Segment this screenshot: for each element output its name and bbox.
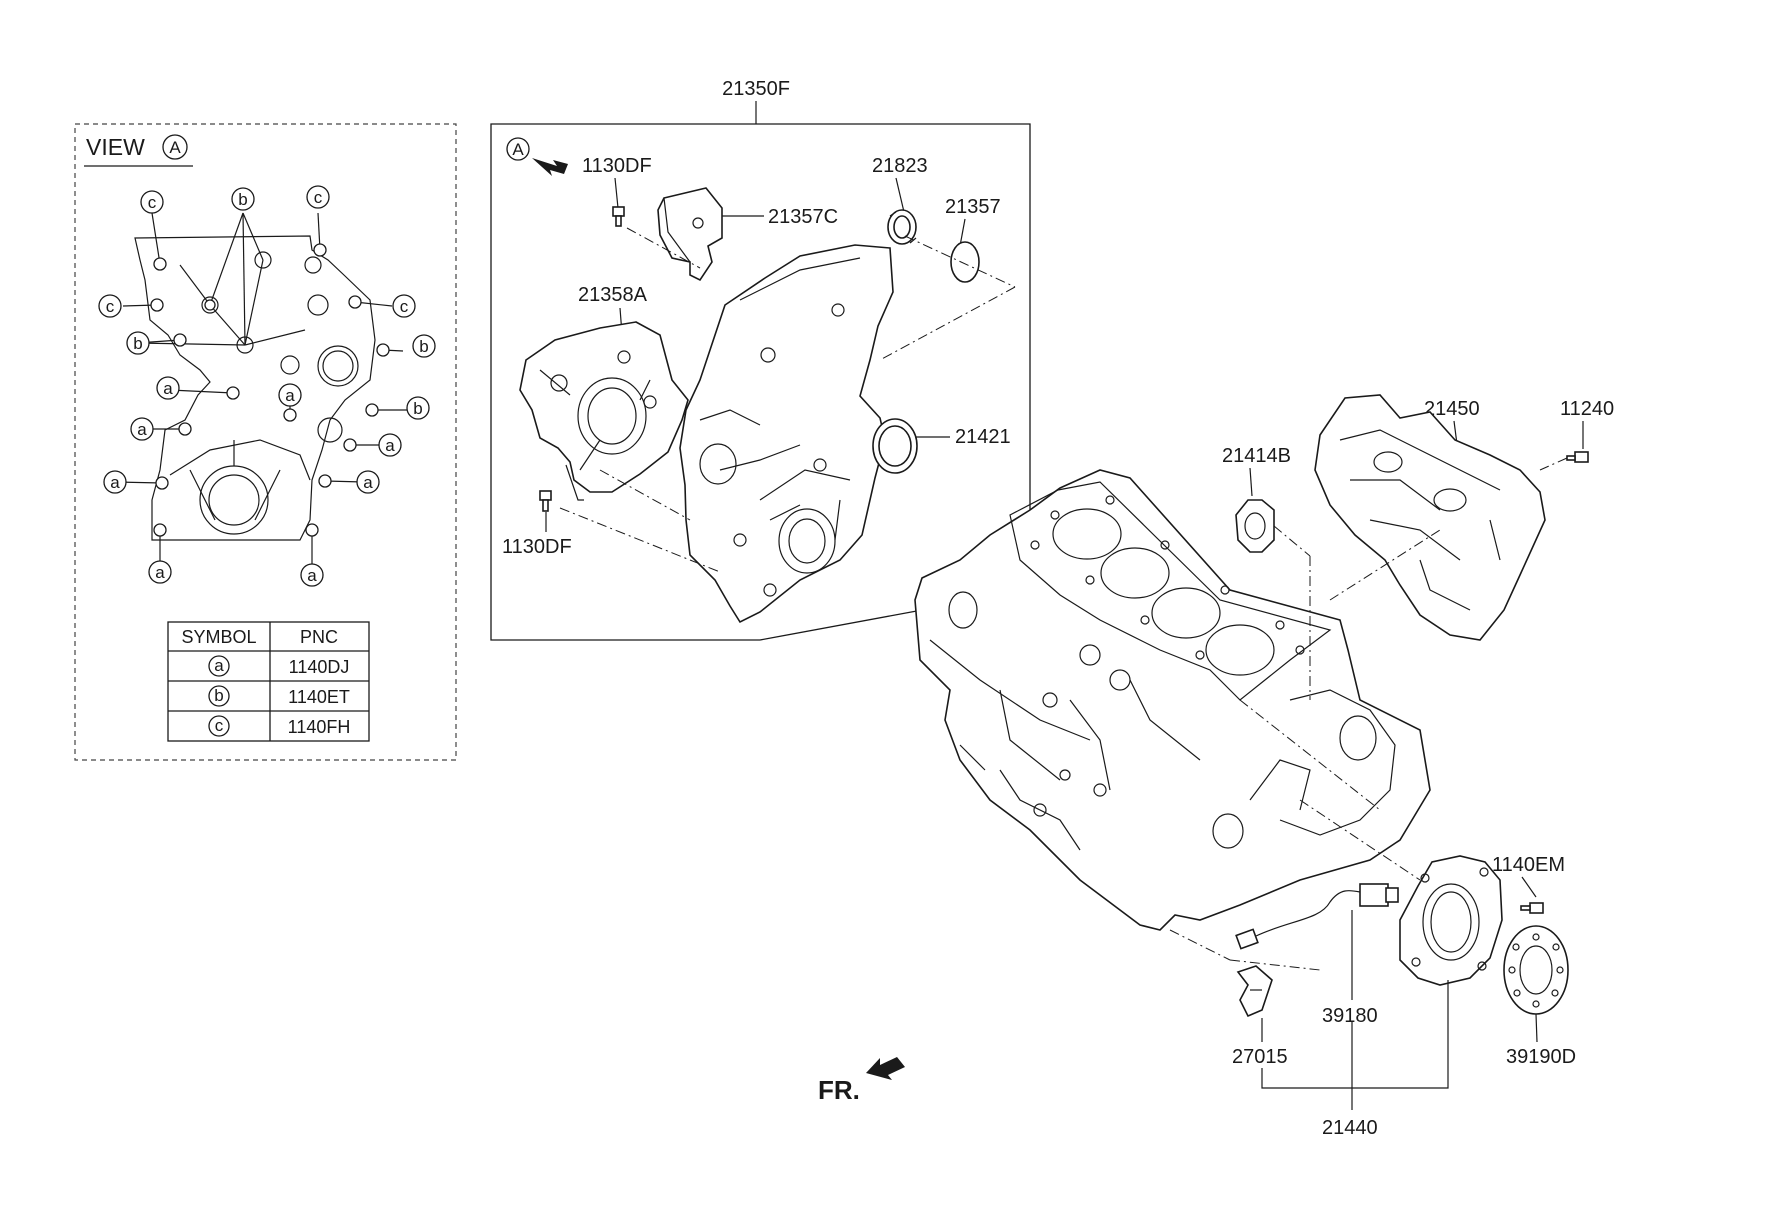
svg-text:b: b <box>413 399 422 418</box>
table-header-pnc: PNC <box>300 627 338 647</box>
label-21450: 21450 <box>1424 398 1480 420</box>
svg-text:c: c <box>400 297 409 316</box>
table-symbol-a: a <box>214 656 224 675</box>
label-1140EM: 1140EM <box>1492 854 1565 876</box>
callout-b-4: b <box>406 396 430 420</box>
label-39190D: 39190D <box>1506 1046 1576 1068</box>
callout-b-3: b <box>412 334 436 358</box>
label-21350F: 21350F <box>722 78 790 100</box>
callout-c-2: c <box>306 185 330 209</box>
svg-text:a: a <box>363 473 373 492</box>
assembly-line-block-front <box>1239 699 1381 811</box>
callout-a-8: a <box>300 563 324 587</box>
view-title-symbol: A <box>169 138 181 157</box>
timing-chain-cover <box>679 244 894 624</box>
callout-a-3: a <box>130 417 154 441</box>
callout-c-4: c <box>392 294 416 318</box>
table-symbol-c: c <box>215 716 224 735</box>
callout-c-1: c <box>140 190 164 214</box>
svg-text:a: a <box>163 379 173 398</box>
bolt-11240 <box>1566 451 1589 463</box>
part-39190D-tone-wheel <box>1503 925 1569 1015</box>
label-27015: 27015 <box>1232 1046 1288 1068</box>
label-39180: 39180 <box>1322 1005 1378 1027</box>
oring-21357 <box>950 241 980 283</box>
callout-b-2: b <box>126 331 150 355</box>
callout-a-1: a <box>156 376 180 400</box>
assembly-lines-cover <box>559 227 1016 573</box>
view-a-arrow: A <box>506 137 568 176</box>
part-39180-sensor <box>1235 883 1399 950</box>
table-header-symbol: SYMBOL <box>181 627 256 647</box>
svg-text:a: a <box>385 436 395 455</box>
svg-text:b: b <box>238 190 247 209</box>
table-pnc-b: 1140ET <box>288 687 350 707</box>
part-21414B-plate <box>1235 499 1275 553</box>
table-pnc-c: 1140FH <box>288 717 351 737</box>
table-pnc-a: 1140DJ <box>289 657 350 677</box>
callout-b-1: b <box>231 187 255 211</box>
seal-21421 <box>872 418 918 474</box>
svg-text:a: a <box>307 566 317 585</box>
svg-text:c: c <box>314 188 323 207</box>
svg-text:b: b <box>419 337 428 356</box>
svg-text:c: c <box>106 297 115 316</box>
label-21823: 21823 <box>872 155 928 177</box>
assembly-line-rear <box>1299 799 1421 881</box>
seal-21823 <box>887 209 917 245</box>
label-21357: 21357 <box>945 196 1001 218</box>
front-direction-indicator: FR. <box>818 1057 905 1105</box>
svg-text:A: A <box>512 140 524 159</box>
callout-a-4: a <box>378 433 402 457</box>
cylinder-block <box>914 469 1431 931</box>
svg-text:a: a <box>285 386 295 405</box>
assembly-line-11240 <box>1539 457 1568 471</box>
front-label: FR. <box>818 1075 860 1105</box>
label-1130DF-bottom: 1130DF <box>502 536 572 558</box>
callout-c-3: c <box>98 294 122 318</box>
bolt-1140EM <box>1520 902 1544 914</box>
callout-a-7: a <box>148 560 172 584</box>
assembly-line-21450 <box>1329 529 1441 601</box>
label-21421: 21421 <box>955 426 1011 448</box>
view-a-panel: VIEW A <box>74 123 457 761</box>
view-a-callouts: c b c c c b b a a a b a a a a a <box>98 185 436 587</box>
svg-text:b: b <box>133 334 142 353</box>
label-11240: 11240 <box>1560 398 1614 420</box>
assembly-line-rear-2 <box>1169 929 1231 961</box>
callout-a-6: a <box>356 470 380 494</box>
timing-cover-outline <box>134 235 376 541</box>
svg-text:a: a <box>155 563 165 582</box>
view-title: VIEW <box>86 134 145 160</box>
part-21357C-bracket <box>657 187 723 282</box>
bolt-1130DF-top <box>612 206 625 227</box>
bolt-1130DF-bottom <box>539 490 552 512</box>
svg-text:c: c <box>148 193 157 212</box>
svg-text:a: a <box>137 420 147 439</box>
label-21414B: 21414B <box>1222 445 1291 467</box>
label-21358A: 21358A <box>578 284 648 306</box>
label-1130DF-top: 1130DF <box>582 155 652 177</box>
label-21357C: 21357C <box>768 206 838 228</box>
part-21440-seal-retainer <box>1399 855 1503 986</box>
assembly-line-rear-3 <box>1229 959 1321 971</box>
symbol-pnc-table: SYMBOL PNC a 1140DJ b 1140ET c 1140FH <box>167 621 370 742</box>
label-21440: 21440 <box>1322 1117 1378 1139</box>
part-21450-oil-pan <box>1314 394 1546 641</box>
callout-a-2: a <box>278 383 302 407</box>
table-symbol-b: b <box>214 686 223 705</box>
part-27015-thrust <box>1236 965 1273 1018</box>
svg-text:a: a <box>110 473 120 492</box>
part-21358A-front-cover <box>519 321 689 501</box>
timing-cover-assembly: 21350F A 1130DF 21357C 21823 <box>490 78 1031 641</box>
callout-a-5: a <box>103 470 127 494</box>
assembly-line-21414B <box>1273 525 1311 557</box>
